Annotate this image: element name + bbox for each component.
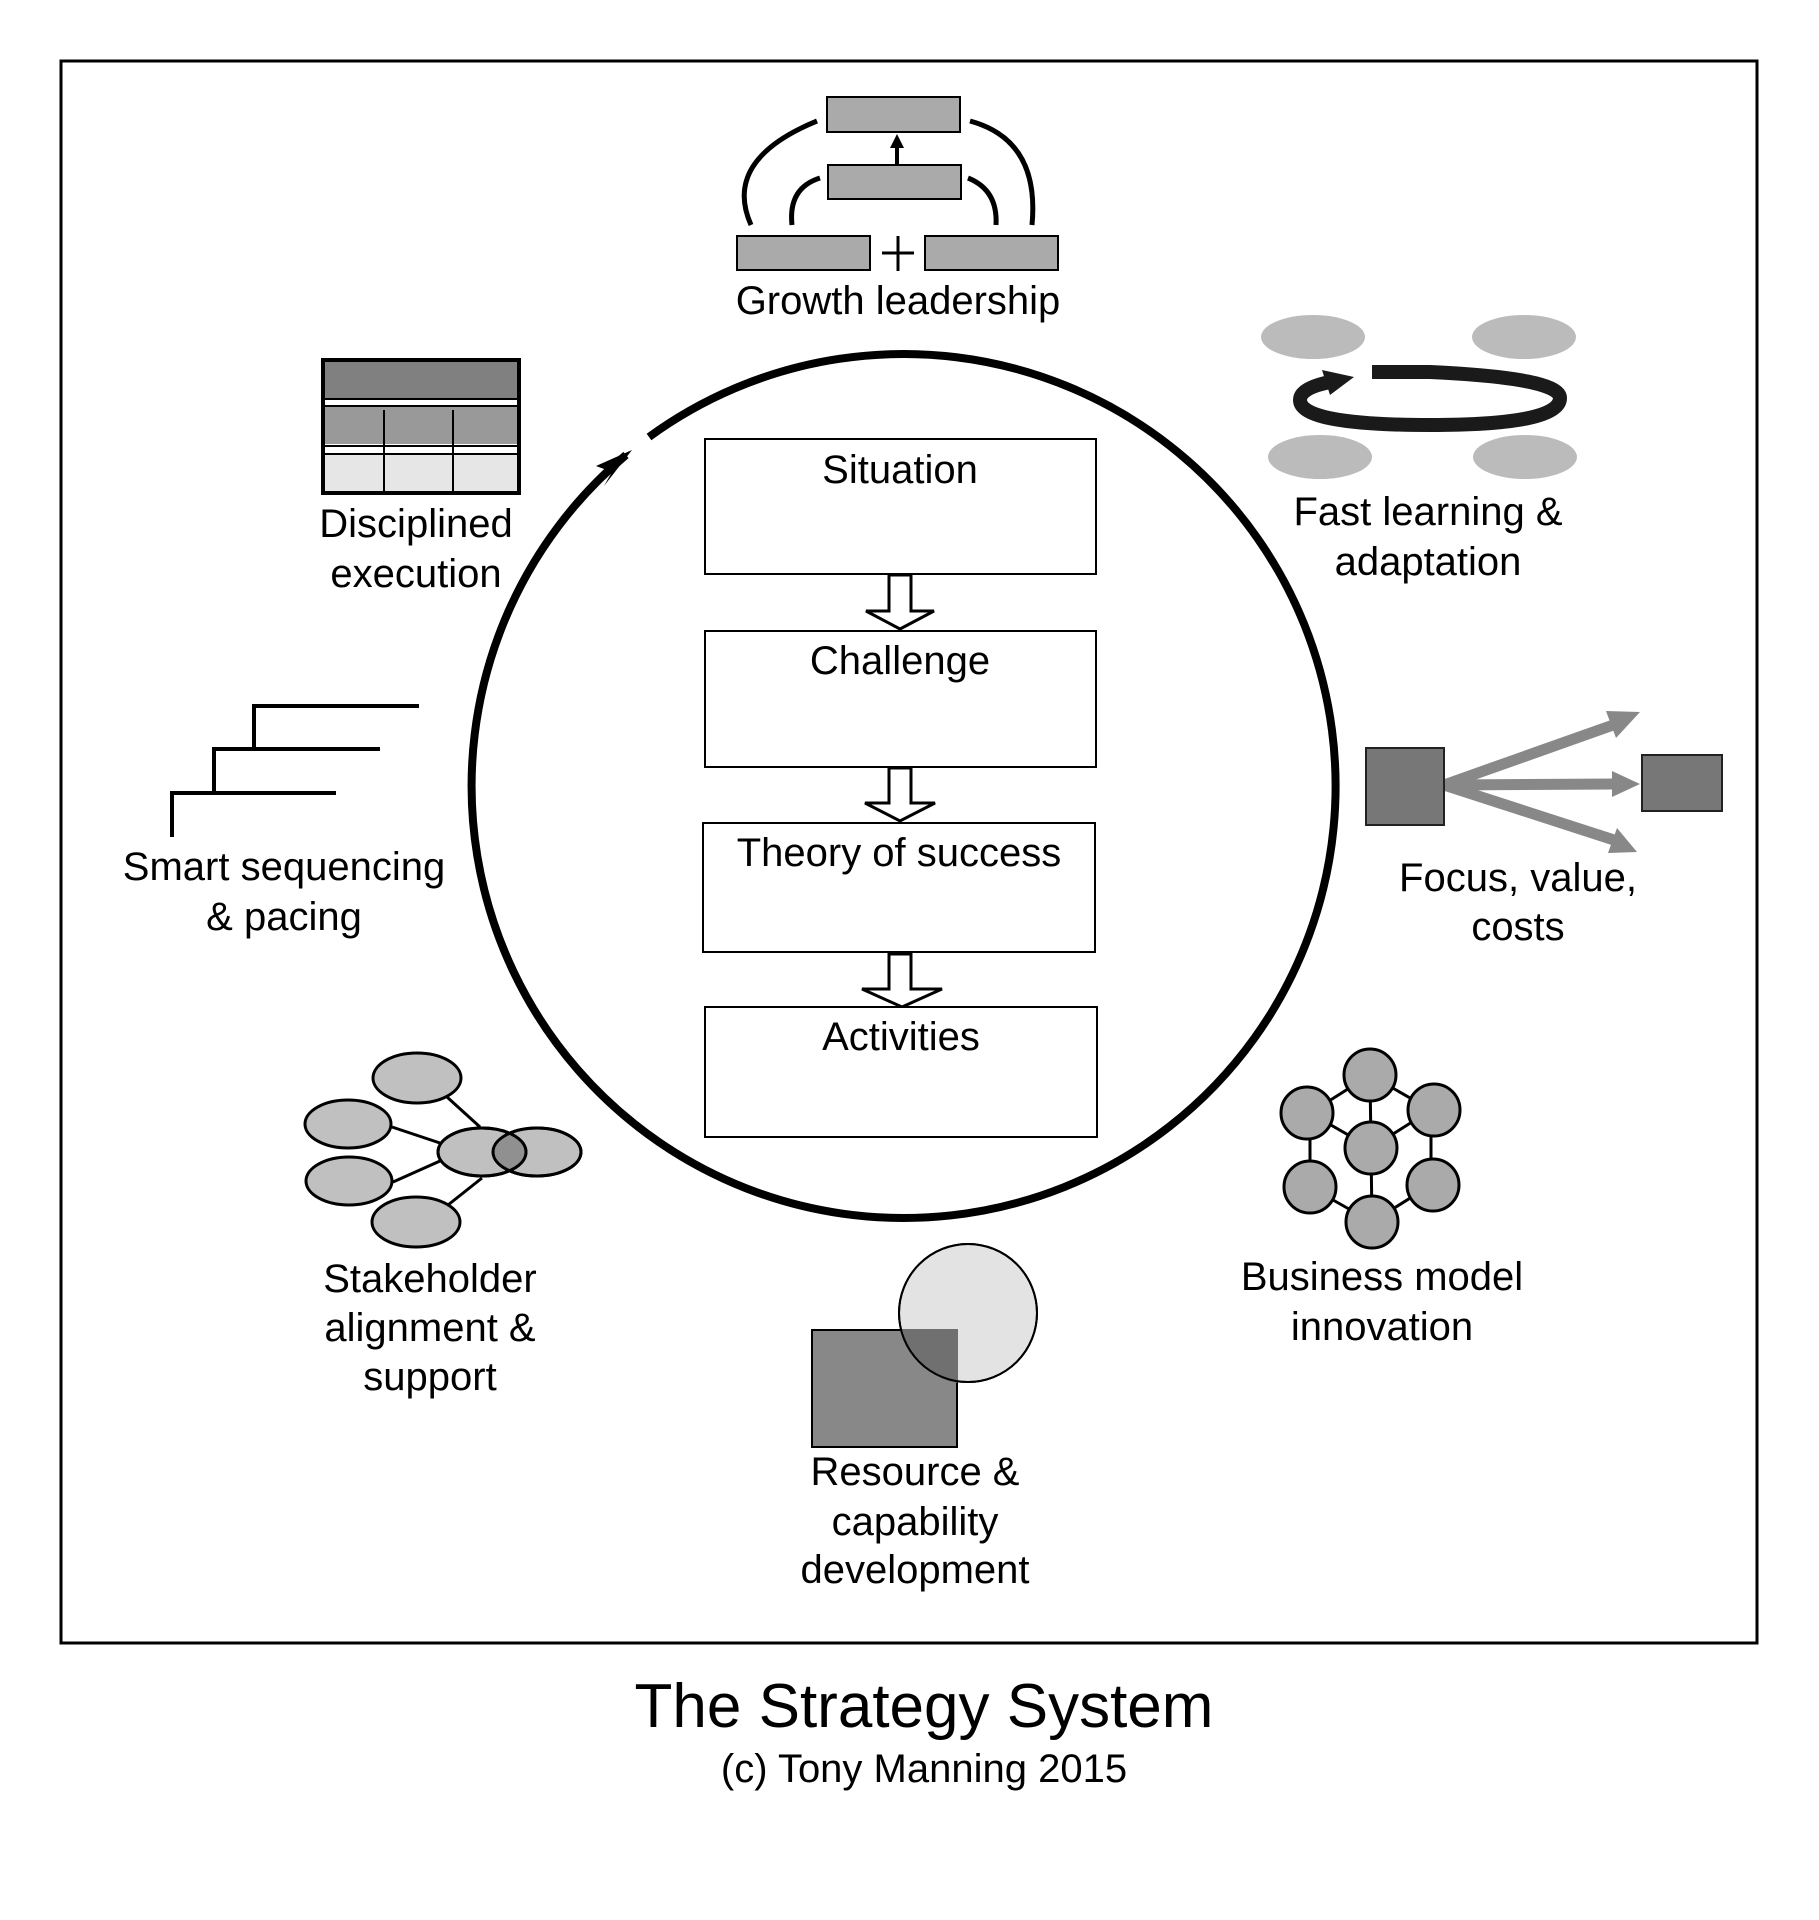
down-arrow-icon [865,573,935,631]
hierarchy-combine-icon [736,96,1059,271]
element-disciplined-execution: Disciplined execution [319,358,521,596]
element-smart-sequencing: Smart sequencing & pacing [123,704,445,939]
element-label: Disciplined [319,502,512,546]
element-label: & pacing [206,895,362,939]
flow-step-activities: Activities [704,1006,1098,1138]
flow-steps: Situation Challenge Theory of success Ac… [702,438,1098,1138]
focus-arrows-icon [1365,711,1723,853]
flow-step-label: Activities [822,1015,980,1059]
flow-step-label: Challenge [810,639,990,683]
diagram-frame [59,59,1759,1645]
element-label: innovation [1291,1305,1473,1349]
stakeholder-network-icon [303,1051,583,1249]
flow-step-situation: Situation [704,438,1097,575]
element-label: costs [1471,905,1564,949]
element-label: Fast learning & [1293,490,1562,534]
down-arrow-icon [864,766,936,823]
element-resource-capability: Resource & capability development [800,1243,1038,1592]
element-label: Growth leadership [736,279,1061,323]
element-label: development [800,1548,1029,1592]
element-label: capability [832,1500,999,1544]
element-label: Focus, value, [1399,856,1637,900]
flow-step-challenge: Challenge [704,630,1097,768]
cycle-arrowhead-icon [596,450,632,486]
element-label: execution [330,552,501,596]
square-circle-overlap-icon [811,1243,1038,1448]
element-label: support [363,1355,496,1399]
element-growth-leadership: Growth leadership [736,96,1061,323]
flow-step-label: Theory of success [737,831,1062,875]
element-business-model: Business model innovation [1241,1047,1523,1349]
network-hexagon-icon [1279,1047,1462,1250]
element-label: Business model [1241,1255,1523,1299]
diagram-title: The Strategy System [635,1672,1214,1741]
flow-step-theory-of-success: Theory of success [702,822,1096,953]
cycle-ring-arc [467,350,1340,1222]
element-label: alignment & [324,1306,536,1350]
flow-step-label: Situation [822,448,978,492]
element-label: Resource & [811,1450,1020,1494]
table-grid-icon [321,358,521,495]
element-focus-value-costs: Focus, value, costs [1365,711,1723,949]
element-label: adaptation [1335,540,1522,584]
element-label: Smart sequencing [123,845,445,889]
element-stakeholder-alignment: Stakeholder alignment & support [303,1051,583,1399]
element-label: Stakeholder [323,1257,536,1301]
element-fast-learning: Fast learning & adaptation [1261,315,1577,584]
down-arrow-icon [861,952,943,1009]
copyright-notice: (c) Tony Manning 2015 [721,1747,1127,1791]
cycle-loop-icon [1261,315,1577,479]
stairs-steps-icon [170,704,419,837]
cycle-ring [467,350,1340,1222]
